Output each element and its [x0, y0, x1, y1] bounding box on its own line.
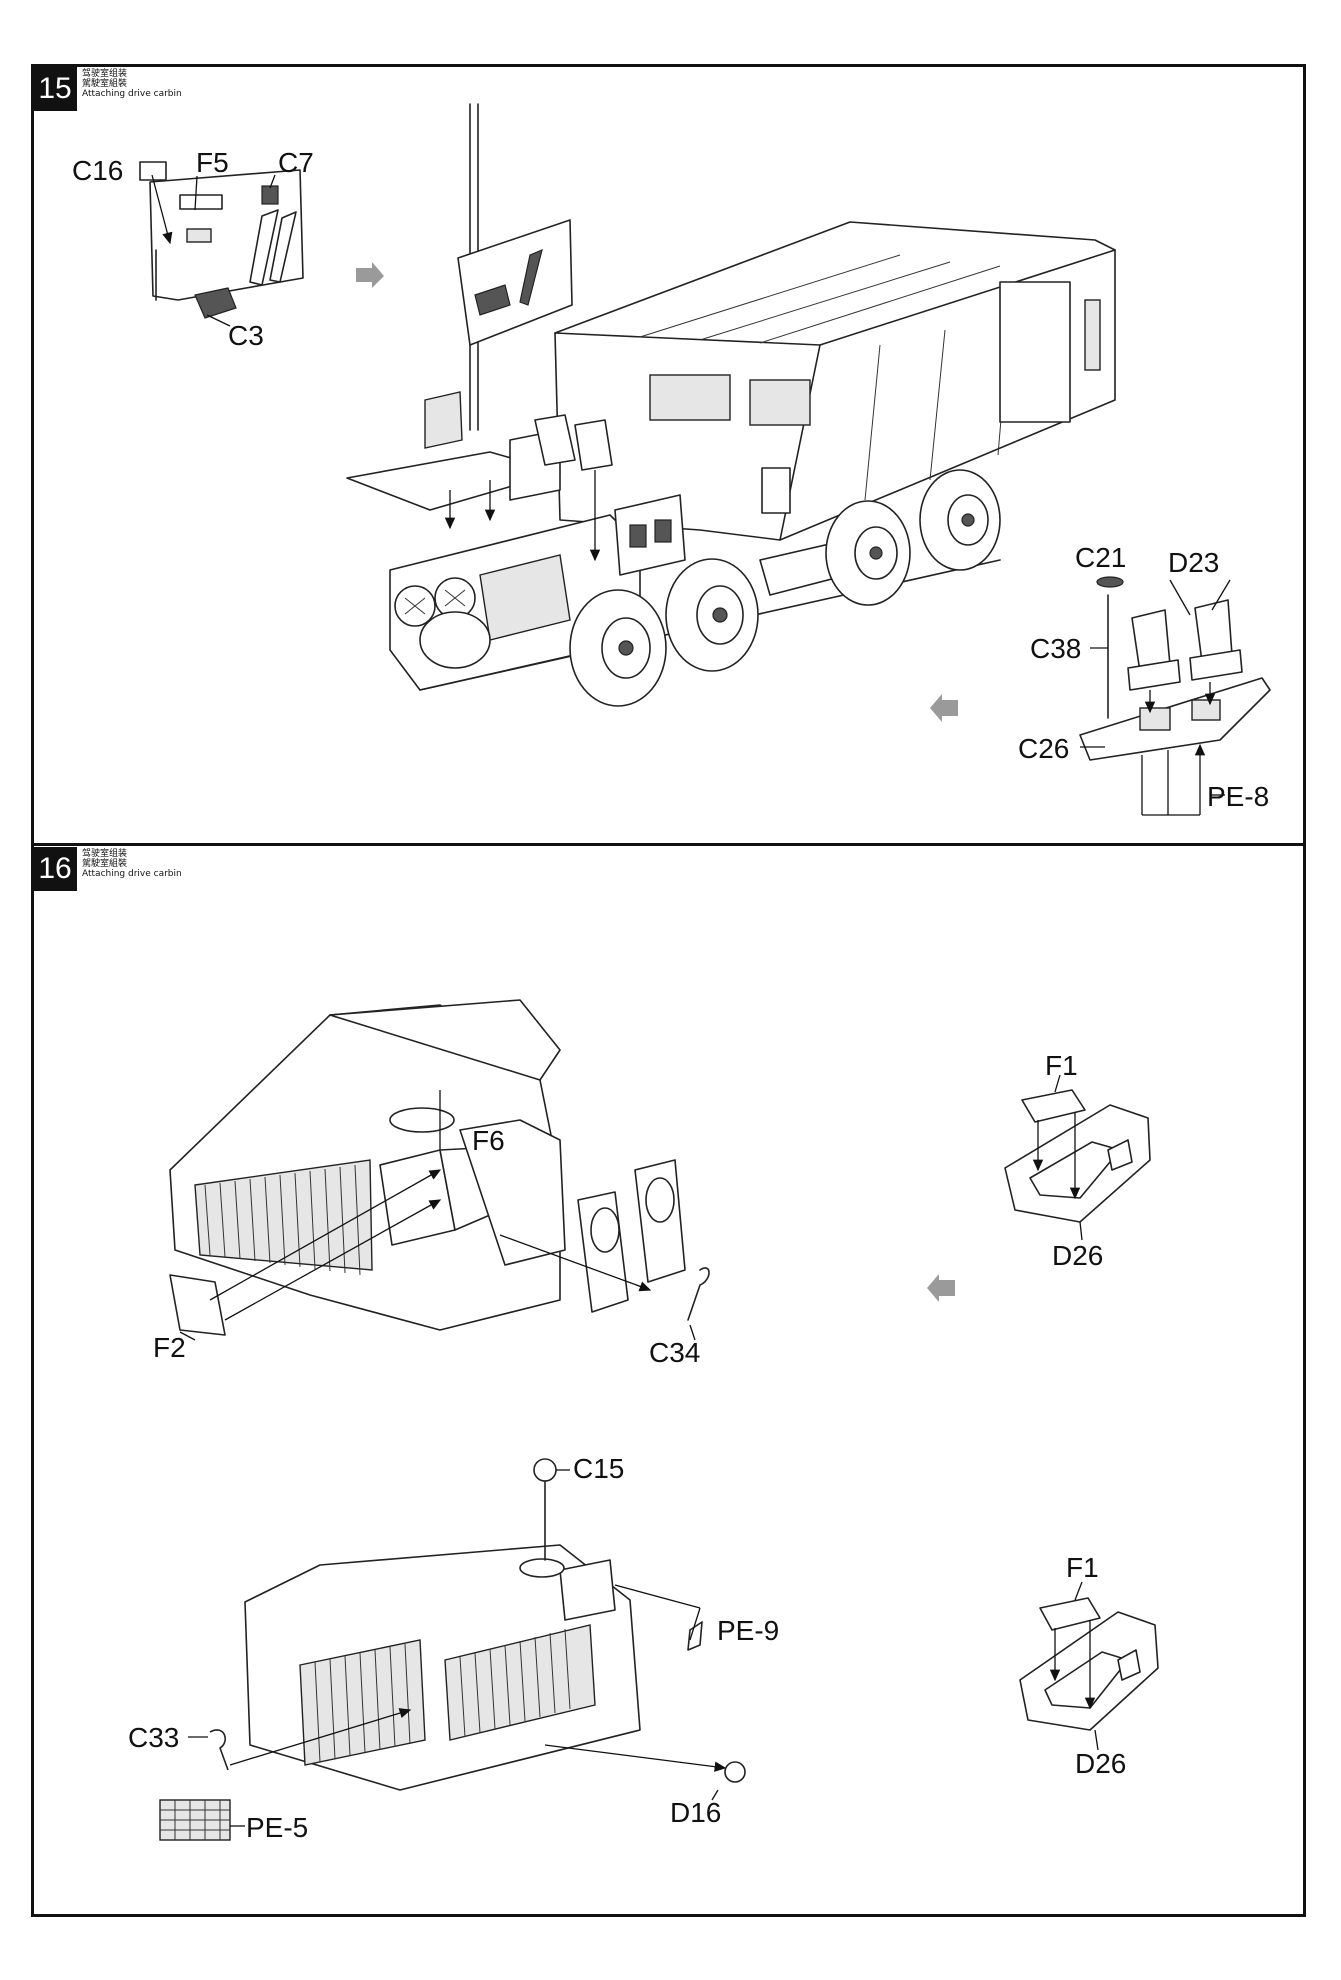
part-label-C38: C38	[1030, 633, 1081, 664]
part-label-C33: C33	[128, 1722, 179, 1753]
part-label-F2: F2	[153, 1332, 186, 1363]
part-label-C3: C3	[228, 320, 264, 351]
step-divider	[31, 843, 1306, 846]
wheel	[569, 589, 667, 707]
cab-front-view	[169, 999, 710, 1336]
part-label-D23: D23	[1168, 547, 1219, 578]
wheel	[825, 500, 911, 606]
part-label-C21: C21	[1075, 542, 1126, 573]
step-16-caption: 驾驶室组装 駕駛室組裝 Attaching drive carbin	[82, 849, 182, 879]
part-label-F5: F5	[196, 147, 229, 178]
flow-arrow-icon	[927, 1274, 955, 1302]
truck-main-assembly	[346, 103, 1116, 707]
flow-arrow-icon	[356, 262, 384, 288]
wheel	[665, 558, 759, 672]
part-label-C15: C15	[573, 1453, 624, 1484]
part-label-D26: D26	[1075, 1748, 1126, 1779]
cab-rear-view	[209, 1458, 746, 1791]
seat-subassembly	[1079, 576, 1271, 816]
step-15-caption: 驾驶室组装 駕駛室組裝 Attaching drive carbin	[82, 69, 182, 99]
step-16-caption-zh-traditional: 駕駛室組裝	[82, 859, 128, 869]
part-label-C16: C16	[72, 155, 123, 186]
seat-base-subassembly	[1004, 1089, 1151, 1223]
part-label-D16: D16	[670, 1797, 721, 1828]
step-15-caption-zh-simplified: 驾驶室组装	[82, 69, 128, 79]
cab-rear-wall-subassembly	[139, 161, 304, 319]
step-15-caption-zh-traditional: 駕駛室組裝	[82, 79, 128, 89]
part-label-C7: C7	[278, 147, 314, 178]
part-label-PE-8: PE-8	[1207, 781, 1269, 812]
step-15-number: 15	[33, 67, 77, 111]
seat-base-subassembly	[1019, 1597, 1159, 1731]
part-label-F1: F1	[1045, 1050, 1078, 1081]
pe5-photo-etch-grille	[159, 1799, 231, 1841]
flow-arrow-icon	[930, 694, 958, 722]
part-label-C26: C26	[1018, 733, 1069, 764]
step-16-caption-zh-simplified: 驾驶室组装	[82, 849, 128, 859]
instruction-page-frame	[31, 64, 1306, 1917]
part-label-F6: F6	[472, 1125, 505, 1156]
part-label-C34: C34	[649, 1337, 700, 1368]
step-16-number: 16	[33, 847, 77, 891]
part-label-D26: D26	[1052, 1240, 1103, 1271]
wheel	[919, 469, 1001, 571]
part-label-PE-9: PE-9	[717, 1615, 779, 1646]
part-label-F1: F1	[1066, 1552, 1099, 1583]
step-16-caption-en: Attaching drive carbin	[82, 869, 182, 879]
part-label-PE-5: PE-5	[246, 1812, 308, 1843]
step-15-caption-en: Attaching drive carbin	[82, 89, 182, 99]
